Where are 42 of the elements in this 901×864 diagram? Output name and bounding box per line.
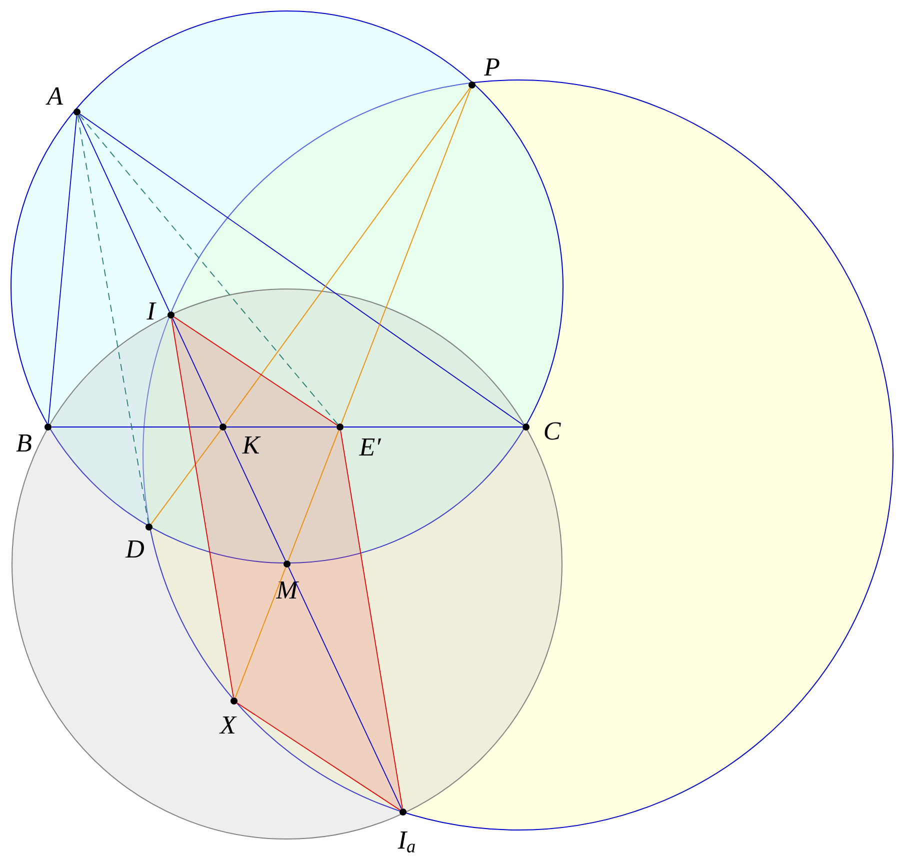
segment [172, 318, 222, 424]
segment [343, 426, 523, 428]
node-label: I [146, 302, 156, 320]
node-label: C [544, 422, 561, 440]
segment [226, 426, 337, 428]
point: P [468, 58, 500, 88]
segment [340, 430, 403, 809]
node-label: A [46, 87, 64, 105]
point: A [46, 87, 80, 116]
point: K [220, 424, 261, 454]
point: C [522, 422, 561, 440]
segment [77, 115, 149, 524]
segment [78, 114, 338, 425]
point: D [125, 524, 152, 558]
segment [224, 88, 470, 424]
node-label: E′ [358, 438, 382, 456]
segment [78, 114, 170, 312]
segment [51, 426, 220, 428]
point: E′ [336, 424, 382, 456]
segment [171, 318, 234, 698]
point: B [16, 424, 52, 452]
node-label: D [125, 540, 144, 558]
point: X [219, 698, 238, 734]
point: I [146, 302, 174, 320]
segment [174, 316, 338, 426]
node-label: M [276, 581, 300, 599]
segment [340, 88, 472, 424]
point: I$_{a}$ [398, 808, 415, 852]
segment [80, 114, 524, 426]
node-label: B [16, 434, 32, 452]
point: M [276, 560, 300, 599]
node-label: K [242, 436, 261, 454]
node-label: P [484, 58, 500, 76]
node-label: I$_{a}$ [398, 832, 415, 852]
segment [48, 115, 78, 424]
node-label: X [219, 716, 237, 734]
segment [288, 430, 340, 561]
segment [288, 566, 402, 810]
segment [224, 430, 286, 562]
segment [236, 702, 400, 810]
segment [150, 430, 222, 524]
segment [234, 567, 286, 698]
